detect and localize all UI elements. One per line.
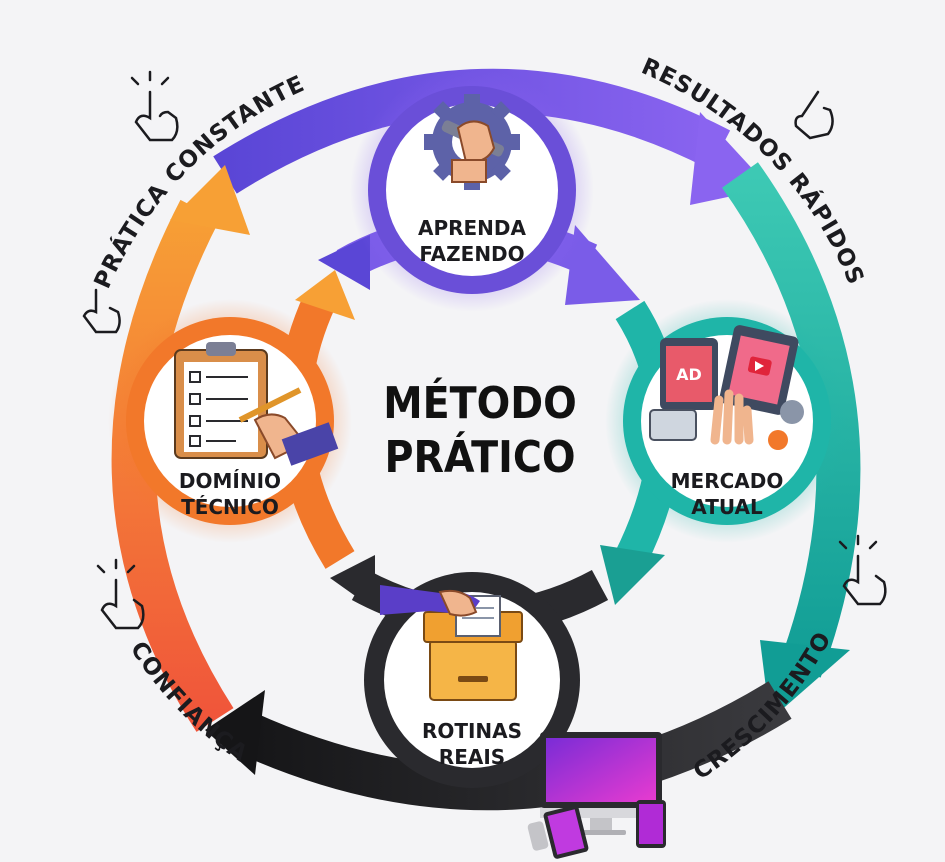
node-aprenda-fazendo: APRENDA FAZENDO xyxy=(350,68,594,312)
node-aprenda-line2: FAZENDO xyxy=(419,242,524,266)
node-aprenda-line1: APRENDA xyxy=(418,216,527,240)
tablets-ad-video-icon: AD xyxy=(649,325,804,450)
tap-hand-icon xyxy=(96,558,145,630)
pointing-hand-icon xyxy=(794,90,834,140)
node-dominio-tecnico: DOMÍNIO TÉCNICO xyxy=(108,299,352,543)
node-mercado-line1: MERCADO xyxy=(671,469,784,493)
tap-hand-icon xyxy=(838,534,887,606)
computer-devices-icon xyxy=(527,732,666,859)
node-dominio-line1: DOMÍNIO xyxy=(179,469,281,493)
node-dominio-line2: TÉCNICO xyxy=(181,495,279,519)
node-rotinas-reais: ROTINAS REAIS xyxy=(364,572,580,788)
center-title-line1: MÉTODO xyxy=(383,376,577,429)
clipboard-checklist-icon xyxy=(174,342,339,466)
file-drawer-icon xyxy=(380,585,523,701)
center-title-line2: PRÁTICO xyxy=(384,430,575,483)
tap-hand-icon xyxy=(82,288,121,334)
node-mercado-atual: AD MERCADO ATUAL xyxy=(605,299,849,543)
node-mercado-line2: ATUAL xyxy=(691,495,763,519)
outer-arrow-dark xyxy=(205,681,792,811)
svg-text:AD: AD xyxy=(676,365,702,384)
node-rotinas-line2: REAIS xyxy=(439,745,505,769)
gear-wrench-fist-icon xyxy=(424,94,520,190)
tap-hand-icon xyxy=(130,70,179,142)
node-rotinas-line1: ROTINAS xyxy=(422,719,522,743)
